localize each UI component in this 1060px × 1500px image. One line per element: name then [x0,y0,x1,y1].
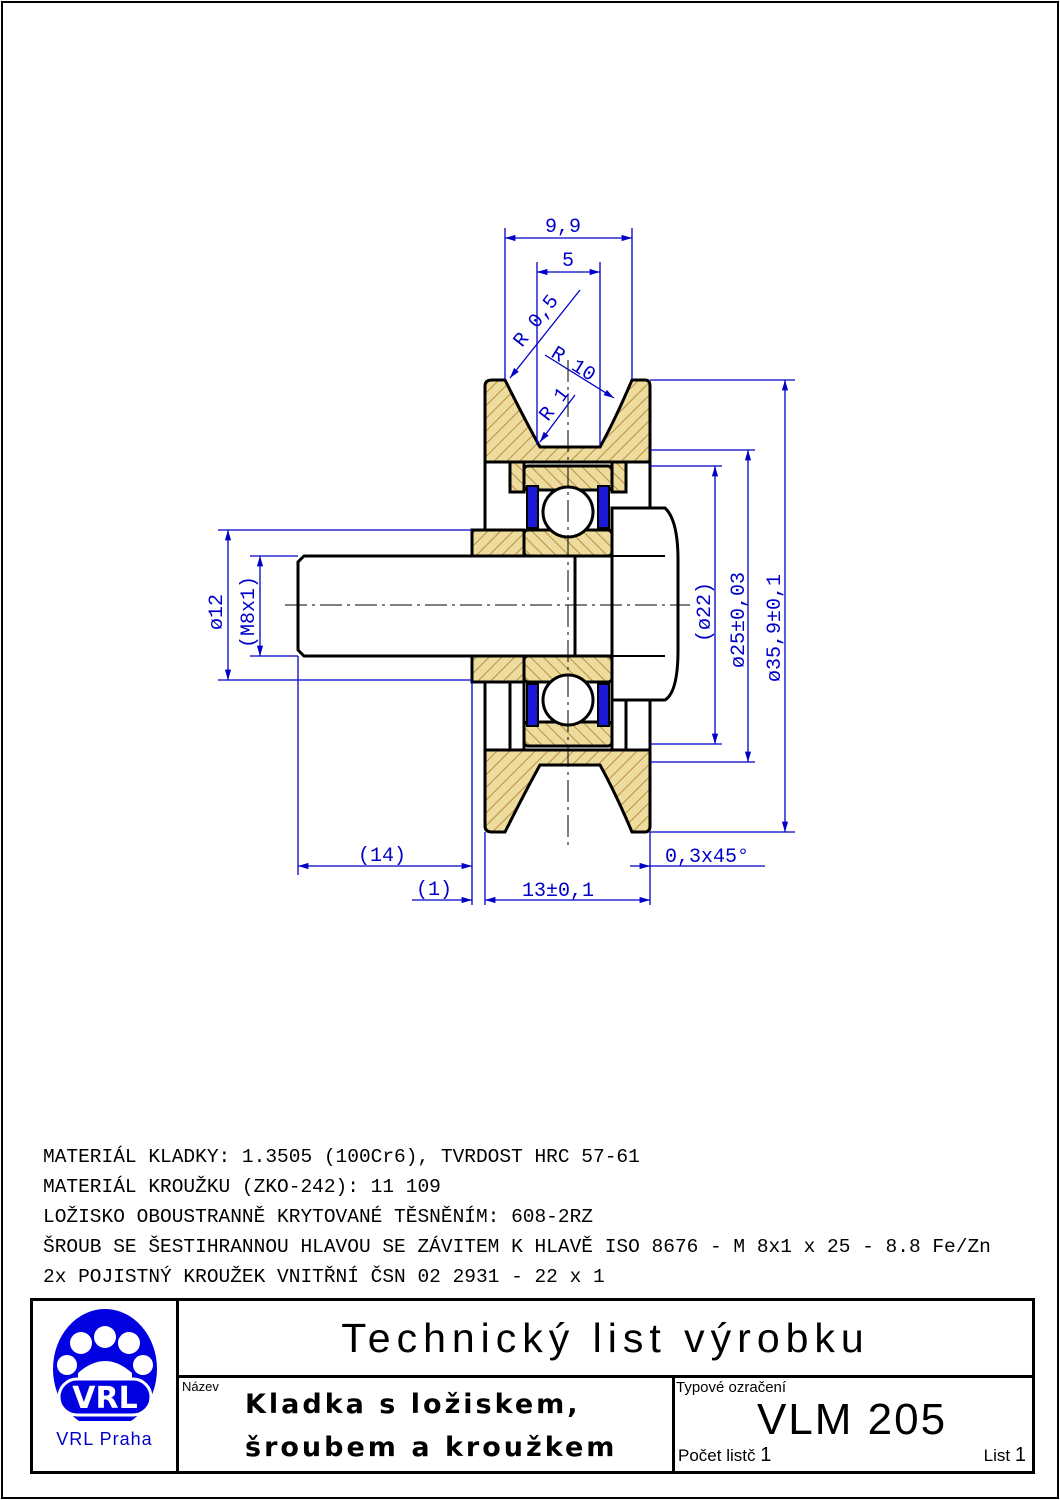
note-bearing: LOŽISKO OBOUSTRANNĚ KRYTOVANÉ TĚSNĚNÍM: … [43,1206,593,1228]
product-name-line1: Kladka s ložiskem, [245,1389,581,1420]
center-lines [285,360,690,845]
svg-text:VRL: VRL [72,1381,137,1416]
type-code: VLM 205 [756,1395,948,1444]
dim-outer-diameter: ø35,9±0,1 [764,574,787,682]
dim-chamfer: 0,3x45° [665,846,749,869]
product-name-line2: šroubem a kroužkem [245,1432,618,1463]
dim-groove-width: 5 [562,250,574,273]
note-retaining-ring: 2x POJISTNÝ KROUŽEK VNITŘNÍ ČSN 02 2931 … [43,1266,605,1288]
name-label: Název [182,1379,219,1394]
sheet-number-label: List 1 [984,1444,1026,1467]
dim-bore-diameter: ø12 [206,594,229,630]
notes: MATERIÁL KLADKY: 1.3505 (100Cr6), TVRDOS… [43,1142,991,1292]
type-cell: Typové ozračení VLM 205 Počet listč 1 Li… [672,1375,1032,1471]
sheet-number: 1 [1014,1444,1026,1466]
note-ring-material: MATERIÁL KROUŽKU (ZKO-242): 11 109 [43,1176,441,1198]
dim-washer: (1) [416,879,452,902]
sheets-count-label: Počet listč 1 [678,1444,771,1467]
vrl-logo-icon: VRL [53,1309,157,1421]
dim-radius-groove: R 10 [546,342,599,387]
sheet-label: List [983,1446,1011,1465]
document-title: Technický list výrobku [179,1301,1032,1378]
title-block: VRL VRL Praha Technický list výrobku Náz… [30,1298,1035,1474]
note-material: MATERIÁL KLADKY: 1.3505 (100Cr6), TVRDOS… [43,1146,640,1168]
dim-thread: (M8x1) [238,576,261,648]
dim-shaft-length: (14) [358,845,406,868]
company-logo: VRL VRL Praha [33,1301,179,1471]
type-label: Typové ozračení [676,1379,787,1396]
company-name: VRL Praha [56,1429,153,1449]
name-cell: Název Kladka s ložiskem, šroubem a krouž… [179,1375,675,1471]
sheets-count: 1 [760,1444,772,1466]
dim-width-top: 9,9 [545,216,581,239]
dim-radius-bottom: R 1 [535,384,575,427]
dim-width: 13±0,1 [522,880,594,903]
dim-dia-25: ø25±0,03 [728,572,751,668]
pulley-section [296,378,680,834]
dim-dia-22: (ø22) [694,582,717,642]
note-bolt: ŠROUB SE ŠESTIHRANNOU HLAVOU SE ZÁVITEM … [43,1236,991,1258]
dimension-lines [218,228,795,905]
sheets-label: Počet listč [678,1446,756,1465]
product-name: Kladka s ložiskem, šroubem a kroužkem [245,1383,617,1469]
